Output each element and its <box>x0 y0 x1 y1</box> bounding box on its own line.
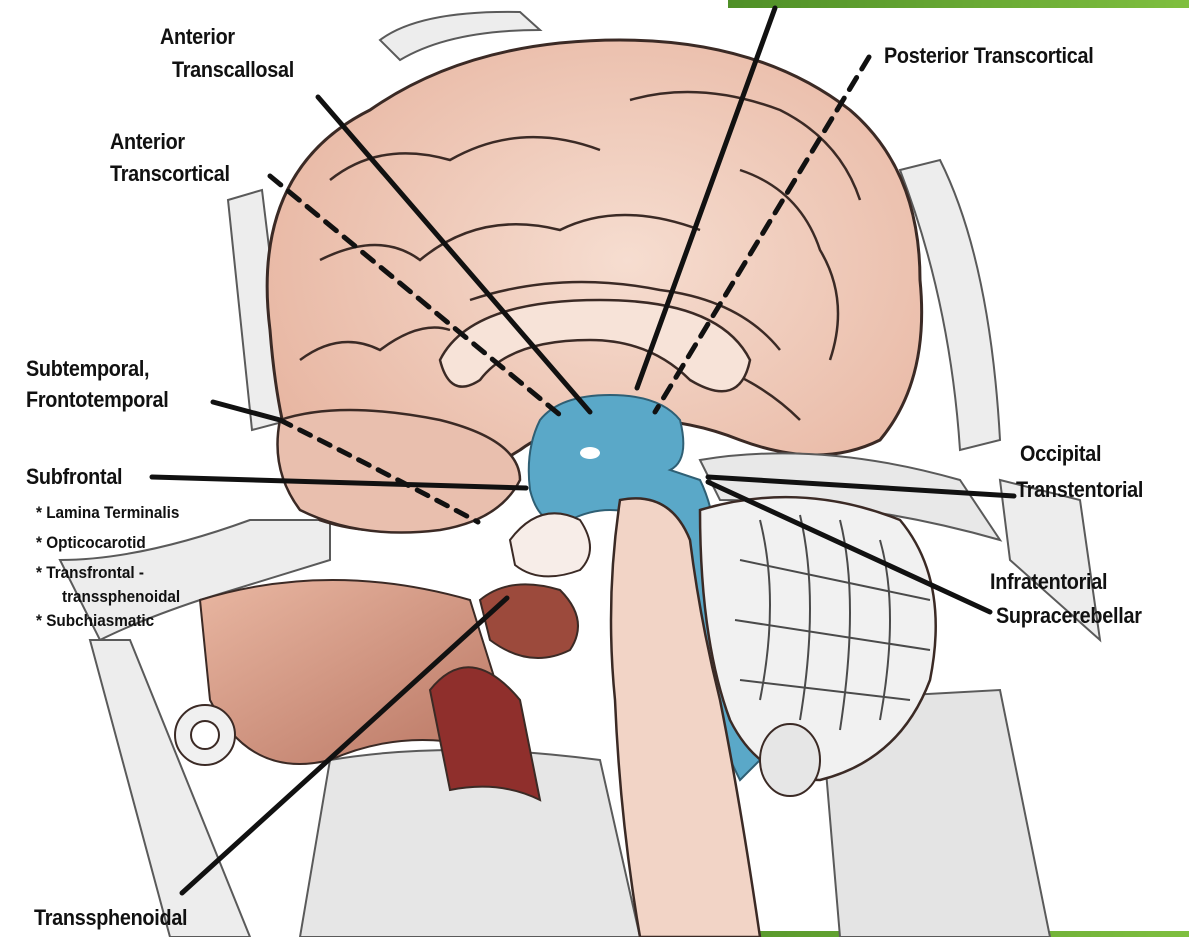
pituitary-sella <box>480 584 578 658</box>
subfrontal-variant-opticocarotid: * Opticocarotid <box>36 532 146 553</box>
label-anterior-transcortical-line1: Anterior <box>110 128 185 156</box>
label-anterior-transcortical-line2: Transcortical <box>110 160 230 188</box>
subfrontal-variant-lamina-terminalis: * Lamina Terminalis <box>36 502 179 523</box>
label-posterior-transcortical: Posterior Transcortical <box>884 42 1093 70</box>
label-anterior-transcallosal-line2: Transcallosal <box>172 56 294 84</box>
label-infratentorial-line1: Infratentorial <box>990 568 1107 596</box>
label-occipital-transtentorial-line2: Transtentorial <box>1016 476 1143 504</box>
label-subtemporal-line1: Subtemporal, <box>26 355 149 383</box>
interthalamic-adhesion <box>580 447 600 459</box>
label-subtemporal-line2: Frontotemporal <box>26 386 169 414</box>
label-transsphenoidal: Transsphenoidal <box>34 904 187 932</box>
optic-chiasm <box>510 513 590 576</box>
label-subfrontal: Subfrontal <box>26 463 122 491</box>
subfrontal-variant-transfrontal: * Transfrontal - <box>36 562 144 583</box>
label-anterior-transcallosal-line1: Anterior <box>160 23 235 51</box>
label-supracerebellar-line2: Supracerebellar <box>996 602 1142 630</box>
subfrontal-variant-transsphenoidal-cont: transsphenoidal <box>62 586 180 607</box>
label-occipital-transtentorial-line1: Occipital <box>1020 440 1101 468</box>
subfrontal-variant-subchiasmatic: * Subchiasmatic <box>36 610 154 631</box>
